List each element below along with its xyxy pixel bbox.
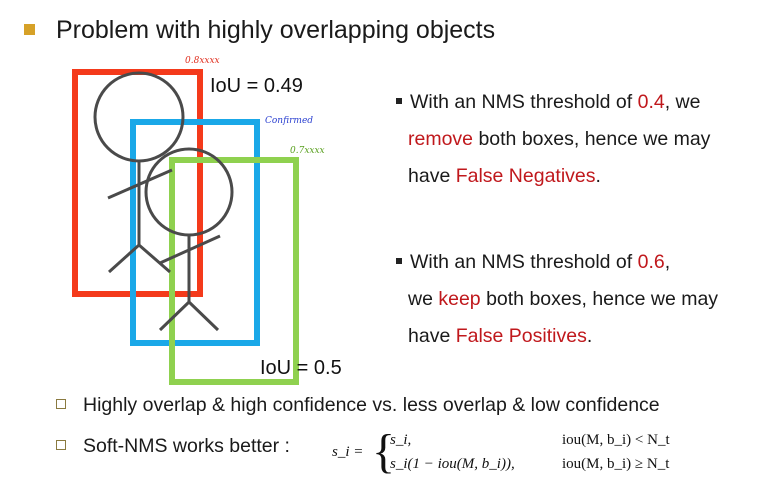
formula-case2-condition: iou(M, b_i) ≥ N_t	[562, 456, 670, 472]
formula-case1-condition: iou(M, b_i) < N_t	[562, 432, 670, 448]
iou-label-top: IoU = 0.49	[208, 75, 305, 97]
title-bullet-icon	[24, 24, 35, 35]
point-bullet-icon	[396, 258, 402, 265]
formula-lhs: s_i =	[332, 444, 364, 460]
iou-label-bottom: IoU = 0.5	[260, 357, 342, 379]
green-box-annotation: 0.7xxxx	[290, 146, 325, 156]
blue-bounding-box	[130, 119, 260, 346]
sub-bullet-softnms: Soft-NMS works better :	[56, 435, 290, 458]
formula-case2-value: s_i(1 − iou(M, b_i)),	[390, 456, 515, 472]
nms-point-2: With an NMS threshold of 0.6, we keep bo…	[396, 244, 718, 355]
formula-brace: {	[372, 425, 396, 478]
checkbox-bullet-icon	[56, 399, 66, 410]
overlap-figure	[72, 69, 299, 385]
sub-bullet-overlap: Highly overlap & high confidence vs. les…	[56, 394, 660, 417]
green-bounding-box	[169, 157, 299, 385]
red-box-annotation: 0.8xxxx	[185, 56, 220, 66]
stick-figure-right	[144, 147, 234, 332]
page-title: Problem with highly overlapping objects	[56, 16, 496, 44]
stick-figure-left	[93, 71, 185, 274]
formula-case1-value: s_i,	[390, 432, 412, 448]
point-bullet-icon	[396, 98, 402, 105]
nms-point-1: With an NMS threshold of 0.4, we remove …	[396, 84, 710, 195]
checkbox-bullet-icon	[56, 440, 66, 451]
blue-box-annotation: Confirmed	[265, 116, 314, 126]
